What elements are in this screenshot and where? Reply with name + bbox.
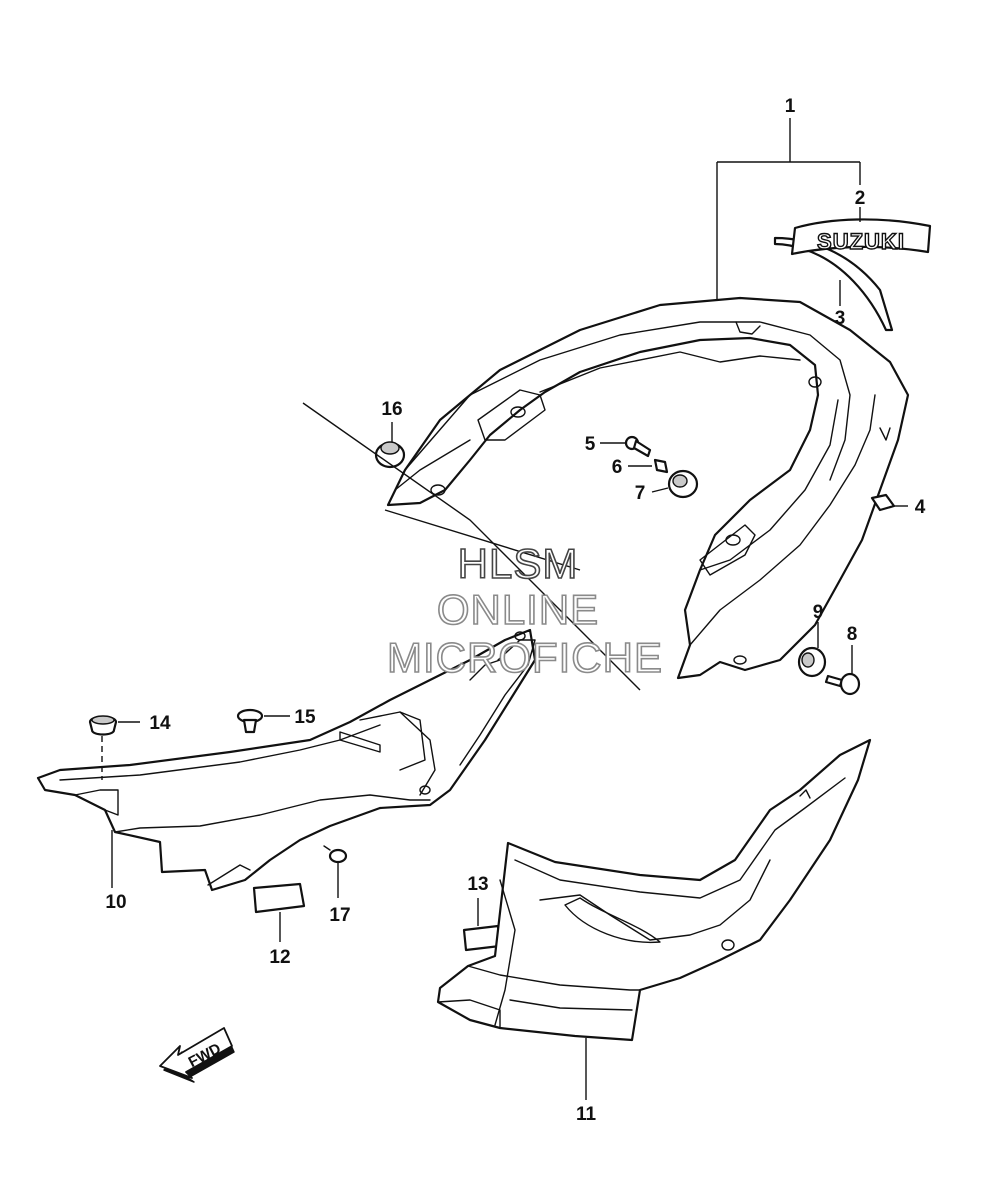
callout-12: 12 (269, 947, 290, 968)
fwd-arrow-icon: FWD (159, 1027, 235, 1083)
callout-1: 1 (785, 96, 796, 117)
leader-lines (101, 118, 908, 1100)
callout-labels: 1 2 3 4 5 6 7 8 9 10 11 12 13 14 15 16 1… (105, 96, 925, 1125)
callout-9: 9 (813, 602, 824, 623)
part-cushion-7 (667, 469, 699, 499)
part-suzuki-decal: SUZUKI (790, 218, 932, 256)
watermark: HLSM ONLINE MICROFICHE (302, 402, 663, 691)
part-grommet-14 (88, 715, 118, 736)
part-rear-cowl (386, 296, 910, 680)
part-frame-cover-11 (436, 738, 872, 1042)
part-pad-12 (252, 882, 306, 914)
callout-4: 4 (915, 497, 926, 518)
watermark-line3: MICROFICHE (387, 634, 663, 681)
callout-2: 2 (855, 188, 866, 209)
watermark-line1: HLSM (458, 540, 579, 587)
part-collar-6 (653, 458, 669, 474)
callout-7: 7 (635, 483, 646, 504)
part-pad-13 (462, 924, 502, 952)
callout-3: 3 (835, 308, 846, 329)
callout-17: 17 (329, 905, 350, 926)
part-nut-4 (870, 493, 896, 512)
callout-14: 14 (149, 713, 171, 734)
part-rivet-15 (236, 708, 264, 734)
part-screw-17 (323, 845, 348, 864)
callout-8: 8 (847, 624, 858, 645)
part-frame-cover-10 (36, 628, 537, 892)
callout-6: 6 (612, 457, 623, 478)
part-grommet-16 (374, 441, 406, 469)
callout-13: 13 (467, 874, 488, 895)
part-cushion-9 (797, 646, 827, 678)
part-screw-8 (824, 672, 861, 696)
decal-text: SUZUKI (817, 229, 905, 254)
callout-15: 15 (294, 707, 316, 728)
callout-16: 16 (381, 399, 402, 420)
watermark-line2: ONLINE (437, 586, 599, 633)
part-bolt-5 (624, 435, 652, 458)
callout-11: 11 (576, 1104, 597, 1125)
callout-5: 5 (585, 434, 596, 455)
callout-10: 10 (105, 892, 126, 913)
